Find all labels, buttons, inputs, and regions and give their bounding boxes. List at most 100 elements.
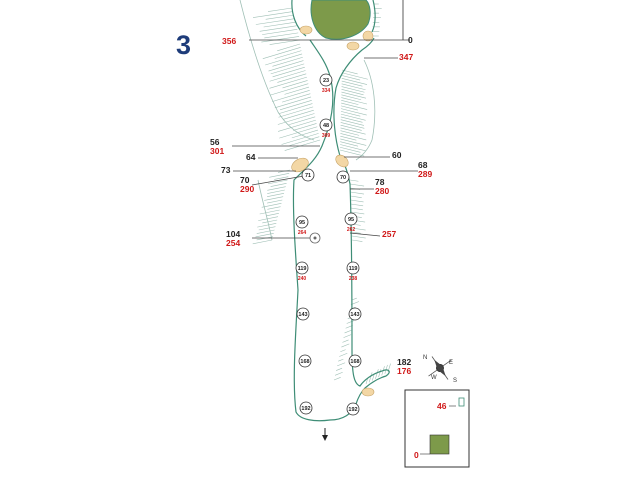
yardage-label-black: 73 xyxy=(221,165,231,175)
rough-hatch-stroke xyxy=(350,207,363,211)
rough-hatch-stroke xyxy=(351,231,361,234)
distance-circle-label: 95 xyxy=(348,217,354,223)
rough-hatch-stroke xyxy=(350,195,362,198)
rough-hatch-stroke xyxy=(340,122,365,129)
distance-circle-label: 168 xyxy=(300,359,309,365)
rough-hatch-stroke xyxy=(340,113,366,121)
distance-circle xyxy=(319,118,333,132)
rough-hatch-stroke xyxy=(264,196,284,201)
bunker xyxy=(299,25,313,35)
rough-hatch-stroke xyxy=(269,76,307,89)
rough-hatch-stroke xyxy=(333,377,341,381)
rough-hatch-stroke xyxy=(368,372,373,383)
rough-hatch-stroke xyxy=(284,139,321,151)
rough-hatch-stroke xyxy=(341,75,361,81)
rough-hatch-stroke xyxy=(258,226,276,231)
rough-hatch-stroke xyxy=(341,100,359,105)
rough-boundary xyxy=(371,0,376,33)
rough-hatch-stroke xyxy=(340,124,362,131)
rough-hatch-stroke xyxy=(282,80,308,89)
rough-hatch-stroke xyxy=(281,133,319,145)
rough-edge xyxy=(239,0,315,141)
rough-hatch-stroke xyxy=(264,32,299,39)
rough-hatch-stroke xyxy=(337,362,346,367)
distance-circle xyxy=(346,402,360,416)
yardage-label-red: 257 xyxy=(382,229,396,239)
rough-edge xyxy=(257,179,273,241)
rough-hatch-stroke xyxy=(340,144,366,152)
rough-hatch-stroke xyxy=(272,66,305,78)
distance-circle-label: 71 xyxy=(305,173,311,179)
rough-hatch-stroke xyxy=(282,93,311,103)
distance-circle-label: 119 xyxy=(298,266,307,272)
rough-hatch-stroke xyxy=(267,7,293,12)
rough-hatch-stroke xyxy=(378,369,382,378)
yardage-label-red: 176 xyxy=(397,366,411,376)
distance-circle-label: 143 xyxy=(350,312,359,318)
green-inset-green xyxy=(429,434,450,455)
yardage-label-red: 280 xyxy=(375,186,389,196)
distance-circle xyxy=(298,354,312,368)
rough-hatch-stroke xyxy=(341,343,350,348)
rough-hatch-stroke xyxy=(279,126,318,139)
yardage-label-black: 64 xyxy=(246,152,256,162)
yardage-label-black: 70 xyxy=(240,175,250,185)
bunker xyxy=(346,41,360,51)
yardage-label-black: 0 xyxy=(408,35,413,45)
yardage-label-black: 78 xyxy=(375,177,385,187)
rough-hatch-stroke xyxy=(265,213,279,217)
rough-hatch-stroke xyxy=(252,239,273,245)
rough-edge xyxy=(355,59,376,161)
yardage-label-red: 254 xyxy=(226,238,240,248)
compass-icon xyxy=(428,356,452,380)
rough-hatch-stroke xyxy=(365,377,369,385)
rough-hatch-stroke xyxy=(266,193,285,198)
rough-hatch-stroke xyxy=(261,36,300,43)
rough-hatch-stroke xyxy=(287,116,316,126)
rough-hatch-stroke xyxy=(349,179,359,182)
distance-circle-label: 143 xyxy=(298,312,307,318)
distance-circle-label: 48 xyxy=(323,123,329,129)
distance-circle-sublabel: 264 xyxy=(298,230,307,236)
rough-hatch-stroke xyxy=(339,146,361,153)
rough-hatch-stroke xyxy=(341,72,368,80)
rough-hatch-stroke xyxy=(262,219,278,224)
rough-hatch-stroke xyxy=(278,106,314,118)
distance-circle xyxy=(336,170,350,184)
distance-circle xyxy=(301,168,315,182)
green-inset-top-label: 46 xyxy=(437,401,447,411)
rough-hatch-stroke xyxy=(277,113,315,125)
rough-hatch-stroke xyxy=(340,127,366,135)
rough-hatch-stroke xyxy=(346,320,355,324)
rough-hatch-stroke xyxy=(256,229,275,234)
rough-hatch-stroke xyxy=(341,97,367,105)
rough-hatch-stroke xyxy=(289,136,320,146)
rough-hatch-stroke xyxy=(267,179,288,185)
distance-circle-label: 95 xyxy=(299,220,305,226)
rough-hatch-stroke xyxy=(267,199,283,204)
rough-hatch-stroke xyxy=(340,138,367,146)
tee-direction-arrow xyxy=(322,435,328,441)
yardage-label-red: 347 xyxy=(399,52,413,62)
distance-circle-label: 168 xyxy=(350,359,359,365)
hole-number: 3 xyxy=(176,30,192,60)
green-inset-flag xyxy=(458,397,465,407)
distance-circle-sublabel: 240 xyxy=(298,276,307,282)
rough-hatch-stroke xyxy=(268,60,304,72)
rough-hatch-stroke xyxy=(341,102,368,110)
rough-hatch-stroke xyxy=(269,173,290,178)
yardage-label-black: 60 xyxy=(392,150,402,160)
rough-hatch-stroke xyxy=(272,56,303,67)
rough-hatch-stroke xyxy=(259,25,297,32)
target-marker xyxy=(309,232,321,244)
rough-hatch-stroke xyxy=(258,216,279,221)
distance-circle xyxy=(348,307,362,321)
rough-hatch-stroke xyxy=(263,21,296,28)
rough-hatch-stroke xyxy=(341,77,368,85)
yardage-label-red: 290 xyxy=(240,184,254,194)
compass-e: E xyxy=(449,360,453,366)
rough-hatch-stroke xyxy=(340,141,359,147)
rough-hatch-stroke xyxy=(351,211,365,215)
